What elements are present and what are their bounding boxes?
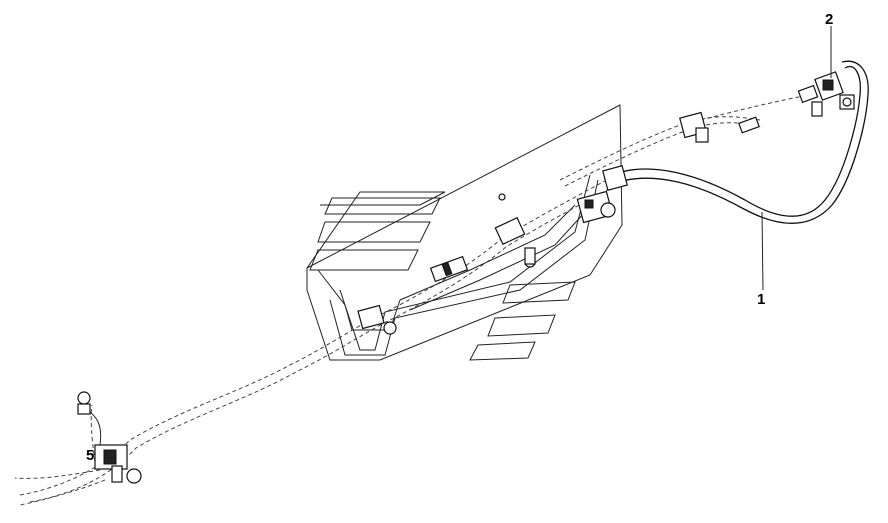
- callout-5: 5: [86, 447, 94, 464]
- distributor-bottom-left: [77, 391, 142, 484]
- valve-assembly-upper-right: [797, 71, 855, 117]
- inline-connector: [429, 255, 469, 283]
- callout-1: 1: [757, 211, 765, 308]
- dashed-pipe-run: [14, 94, 811, 506]
- callout-2: 2: [825, 11, 833, 78]
- main-hose: [611, 60, 869, 224]
- fittings: [77, 71, 855, 484]
- callout-5-label: 5: [86, 447, 94, 464]
- tee-fitting-mid: [494, 193, 536, 268]
- central-coupling: [576, 165, 628, 224]
- chassis-frame-outline: [306, 104, 623, 361]
- bracket-top-center: [679, 111, 760, 143]
- callout-2-label: 2: [825, 11, 833, 28]
- bracket-left-frame: [357, 304, 397, 335]
- callout-1-label: 1: [757, 291, 765, 308]
